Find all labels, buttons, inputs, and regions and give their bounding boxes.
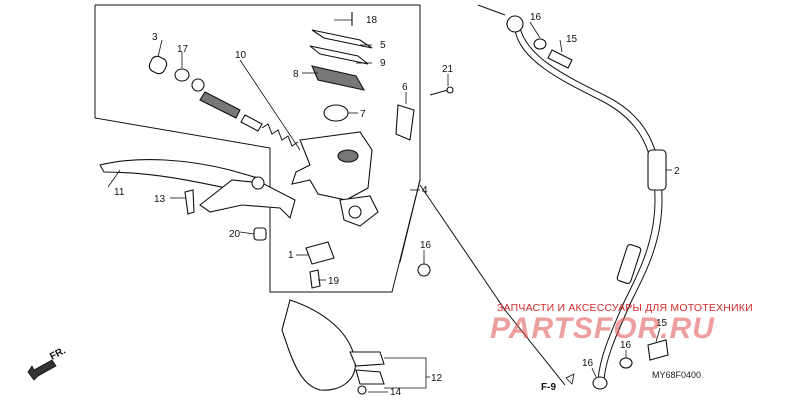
callout-12: 12 [431, 373, 443, 384]
brake-lever [99, 159, 296, 220]
callout-16-bottom-right: 16 [620, 340, 632, 351]
callout-17: 17 [177, 44, 189, 55]
callout-1: 1 [288, 250, 294, 261]
watermark-caption: ЗАПЧАСТИ И АКСЕССУАРЫ ДЛЯ МОТОТЕХНИКИ [497, 302, 753, 314]
master-cylinder [291, 131, 379, 227]
callout-14: 14 [390, 387, 402, 398]
callout-16-mid: 16 [420, 240, 432, 251]
callout-5: 5 [380, 40, 386, 51]
callout-15-bottom: 15 [656, 318, 668, 329]
callout-19: 19 [328, 276, 340, 287]
callout-4: 4 [422, 185, 428, 196]
callout-7: 7 [360, 109, 366, 120]
callout-13: 13 [154, 194, 166, 205]
assembly-frame [94, 4, 566, 386]
callout-labels: 3 17 10 18 5 9 8 21 6 7 11 13 20 1 19 4 … [114, 12, 680, 398]
brake-hose [417, 15, 669, 390]
callout-16-bottom-left: 16 [582, 358, 594, 369]
reference-pointer: F-9 [541, 373, 575, 393]
mirror-holder [395, 86, 454, 141]
diagram-code: MY68F0400 [652, 370, 702, 380]
callout-10: 10 [235, 50, 247, 61]
front-direction-label: FR. [48, 345, 68, 362]
callout-18: 18 [366, 15, 378, 26]
callout-16-top: 16 [530, 12, 542, 23]
callout-21: 21 [442, 64, 454, 75]
brake-switch [305, 241, 335, 289]
front-direction-arrow: FR. [27, 345, 68, 381]
callout-3: 3 [152, 32, 158, 43]
callout-15-top: 15 [566, 34, 578, 45]
callout-2: 2 [674, 166, 680, 177]
callout-9: 9 [380, 58, 386, 69]
callout-6: 6 [402, 82, 408, 93]
watermark-logo: PARTSFOR.RU [490, 312, 715, 345]
callout-8: 8 [293, 69, 299, 80]
callout-11: 11 [114, 187, 125, 198]
callout-20: 20 [229, 229, 241, 240]
leader-lines [107, 19, 672, 393]
hand-guard [281, 299, 385, 395]
reference-label: F-9 [541, 382, 556, 393]
lever-bolts [184, 189, 267, 241]
piston-parts [148, 55, 299, 147]
reservoir-cap-parts [309, 12, 373, 122]
